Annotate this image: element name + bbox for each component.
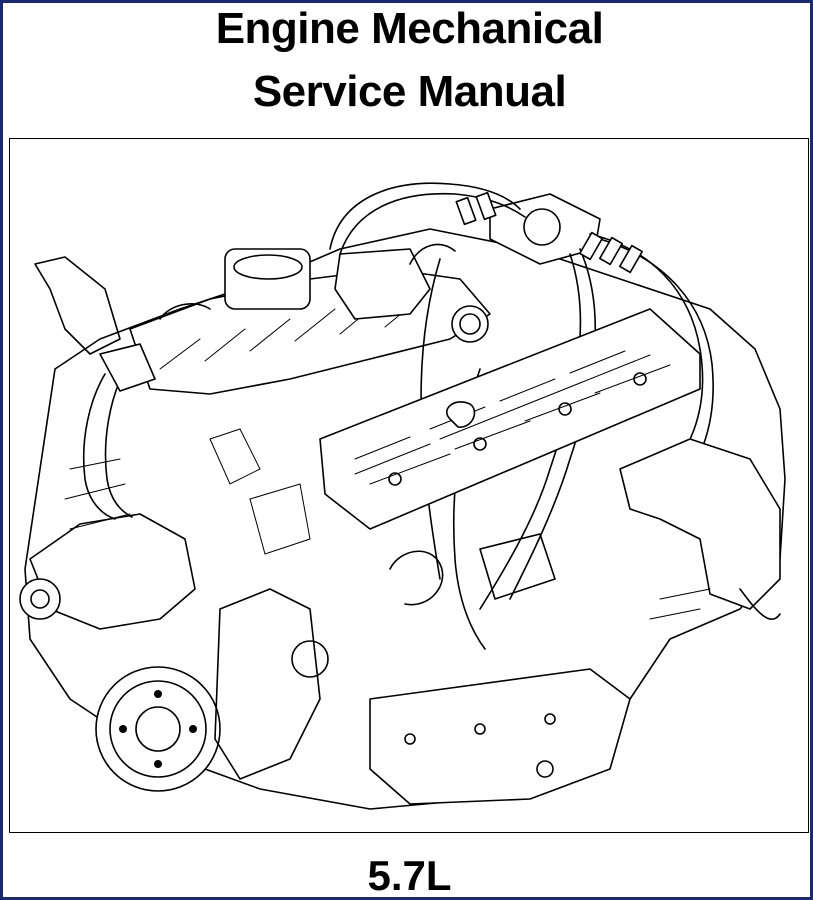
plug-wire-2 [339,192,526,255]
balancer-bolt-hole [154,690,162,698]
oil-filler-tube-inner [459,313,481,335]
intake-runners [159,293,426,370]
cylinder-bore-plug [291,640,329,678]
title-line-1: Engine Mechanical [215,4,604,53]
valve-cover-ribs [354,350,671,485]
plug-wire-5 [509,248,596,600]
pcv-hose [409,243,456,265]
balancer-bolt-hole [119,725,127,733]
oil-pan-bolt [544,713,556,725]
oil-drain-plug [536,760,554,778]
plug-wire-6 [479,253,582,610]
wire-boot [475,191,497,221]
valve-cover-bolt [473,437,487,451]
exhaust-flange [739,588,781,620]
oil-filler-tube [451,305,489,343]
water-pump [29,513,196,630]
timing-cover [214,588,321,780]
engine-block-outline [24,228,786,810]
valve-cover [319,308,701,530]
thermostat-housing [99,343,156,392]
balancer-bolt-hole [154,760,162,768]
wire-boot [455,196,477,226]
wire-boot [599,236,623,266]
valve-cover-bolt [633,372,647,386]
wire-boot [619,244,643,274]
water-pump-pulley-center [30,589,50,609]
engine-size-label: 5.7L [367,852,452,899]
oil-pan-bolt [474,723,486,735]
title-line-2: Service Manual [252,67,567,116]
valve-cover-bolt [558,402,572,416]
water-pump-pulley-hub [19,578,61,620]
oil-pan [369,668,631,805]
harmonic-balancer-hub [135,706,181,752]
vacuum-hose [159,303,211,320]
throttle-bore [233,254,303,280]
oil-filler-cap [446,401,476,428]
manifold-detail [649,588,711,620]
block-detail [209,428,311,555]
engine-illustration-frame [9,138,809,833]
distributor-center [523,208,561,246]
block-detail-lines [64,458,131,530]
coolant-hose [82,373,116,520]
valve-cover-bolt [388,472,402,486]
accessory-bracket [479,533,556,600]
harmonic-balancer [95,666,221,792]
balancer-bolt-hole [189,725,197,733]
plug-wire-1 [329,182,521,250]
plenum-block [334,248,431,320]
harmonic-balancer-ring [109,680,207,778]
oil-pan-bolt [404,733,416,745]
coolant-hose-edge [104,368,133,518]
engine-illustration [19,182,786,810]
engine-bracket [34,256,121,355]
wire-boot [579,231,603,261]
exhaust-manifold [619,438,781,610]
sensor-housing [389,550,444,606]
